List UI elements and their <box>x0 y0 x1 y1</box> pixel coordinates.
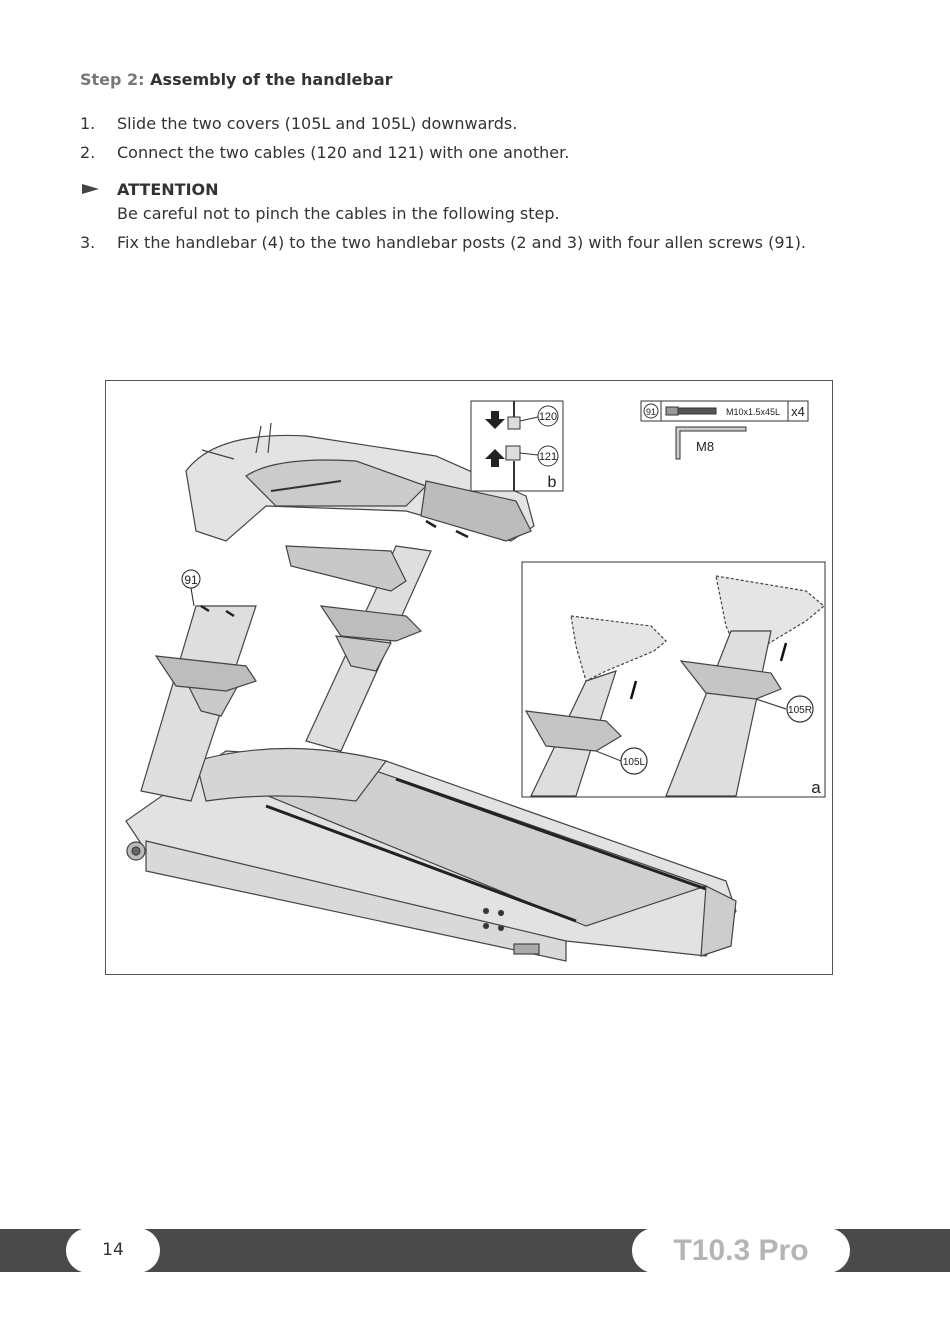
instruction-number: 3. <box>80 233 96 252</box>
screw-callout <box>181 519 469 618</box>
inset-b-label: b <box>548 474 557 491</box>
instruction-text: Connect the two cables (120 and 121) wit… <box>117 143 570 162</box>
arrow-up-icon <box>485 449 505 467</box>
instruction-number: 2. <box>80 143 96 162</box>
cover-callout-left: 105L <box>623 757 646 768</box>
treadmill-deck <box>125 747 737 962</box>
tool-size: M8 <box>696 439 714 454</box>
instruction-text: Slide the two covers (105L and 105L) dow… <box>117 114 518 133</box>
attention-title: ATTENTION <box>117 180 219 199</box>
instruction-number: 1. <box>80 114 96 133</box>
cable-callout-top: 120 <box>539 411 557 423</box>
attention-text: Be careful not to pinch the cables in th… <box>117 204 560 223</box>
step-title: Assembly of the handlebar <box>150 70 393 89</box>
arrow-down-icon <box>485 411 505 429</box>
parts-list <box>640 400 809 460</box>
cover-callout-right: 105R <box>788 705 812 716</box>
cable-callout-bottom: 121 <box>539 451 557 463</box>
parts-quantity: x4 <box>791 404 805 419</box>
step-heading: Step 2: Assembly of the handlebar <box>80 70 393 89</box>
handlebar-posts <box>140 545 432 802</box>
treadmill-illustration: 91 120 121 b 91 M10x1. <box>125 400 826 962</box>
step-number: Step 2: <box>80 70 145 89</box>
inset-b-cables <box>470 400 564 492</box>
assembly-figure: 91 120 121 b 91 M10x1. <box>105 380 833 975</box>
parts-id: 91 <box>646 407 656 417</box>
screw-callout-label: 91 <box>184 573 198 587</box>
parts-spec: M10x1.5x45L <box>726 407 780 417</box>
pointer-arrow-icon <box>82 184 99 194</box>
inset-a-label: a <box>811 778 821 797</box>
instruction-text: Fix the handlebar (4) to the two handleb… <box>117 233 807 252</box>
model-name: T10.3 Pro <box>673 1234 809 1267</box>
page-number: 14 <box>102 1240 124 1260</box>
model-badge: T10.3 Pro <box>632 1228 850 1273</box>
allen-key-icon <box>675 426 747 460</box>
inset-a-covers <box>521 561 826 798</box>
handlebar-console <box>185 422 535 592</box>
page-number-badge: 14 <box>66 1228 160 1273</box>
